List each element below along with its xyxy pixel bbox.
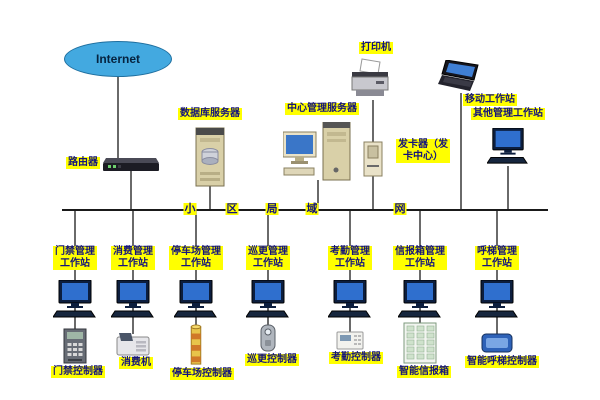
attendance-workstation-label: 考勤管理 工作站 [328, 246, 372, 270]
mobile-workstation-label: 移动工作站 [463, 94, 517, 106]
desktop-icon [53, 280, 97, 320]
parking-workstation-label: 停车场管理 工作站 [169, 246, 223, 270]
router-label: 路由器 [66, 157, 100, 169]
lan-label-char: 区 [225, 203, 239, 216]
consumption-machine-label: 消费机 [119, 357, 153, 369]
parking-controller-label: 停车场控制器 [170, 368, 234, 380]
card-issuer-label: 发卡器（发 卡中心） [396, 139, 450, 163]
router-icon [102, 155, 160, 173]
desktop-icon [398, 280, 442, 320]
desktop-icon [174, 280, 218, 320]
lan-label-char: 局 [265, 203, 279, 216]
other-management-workstation-label: 其他管理工作站 [471, 108, 545, 120]
lan-label-char: 网 [393, 203, 407, 216]
desktop-icon [111, 280, 155, 320]
desktop-icon [475, 280, 519, 320]
access-controller-label: 门禁控制器 [51, 366, 105, 378]
access-workstation-label: 门禁管理 工作站 [53, 246, 97, 270]
central-server-icon [283, 122, 353, 186]
mini-desktop-icon [487, 128, 529, 166]
attendance-icon [336, 330, 364, 350]
smart-mailbox-label: 智能信报箱 [397, 366, 451, 378]
desktop-icon [246, 280, 290, 320]
lan-label-char: 小 [183, 203, 197, 216]
patrol-icon [259, 324, 277, 352]
elevator-icon [481, 332, 513, 354]
database-server-label: 数据库服务器 [178, 108, 242, 120]
lan-label-char: 域 [305, 203, 319, 216]
patrol-workstation-label: 巡更管理 工作站 [246, 246, 290, 270]
printer-label: 打印机 [359, 42, 393, 54]
barrier-icon [186, 324, 206, 366]
patrol-controller-label: 巡更控制器 [245, 354, 299, 366]
pos-icon [116, 332, 150, 356]
mailbox-workstation-label: 信报箱管理 工作站 [393, 246, 447, 270]
access-controller-icon [63, 328, 87, 364]
mailbox-icon [403, 322, 437, 364]
desktop-icon [328, 280, 372, 320]
consumption-workstation-label: 消费管理 工作站 [111, 246, 155, 270]
printer-icon [350, 58, 390, 100]
laptop-icon [438, 60, 484, 94]
elevator-workstation-label: 呼梯管理 工作站 [475, 246, 519, 270]
attendance-controller-label: 考勤控制器 [329, 352, 383, 364]
server-icon [192, 126, 228, 188]
card-issuer-icon [362, 141, 384, 177]
internet-label: Internet [64, 41, 172, 77]
smart-elevator-controller-label: 智能呼梯控制器 [465, 356, 539, 368]
central-management-server-label: 中心管理服务器 [285, 103, 359, 115]
